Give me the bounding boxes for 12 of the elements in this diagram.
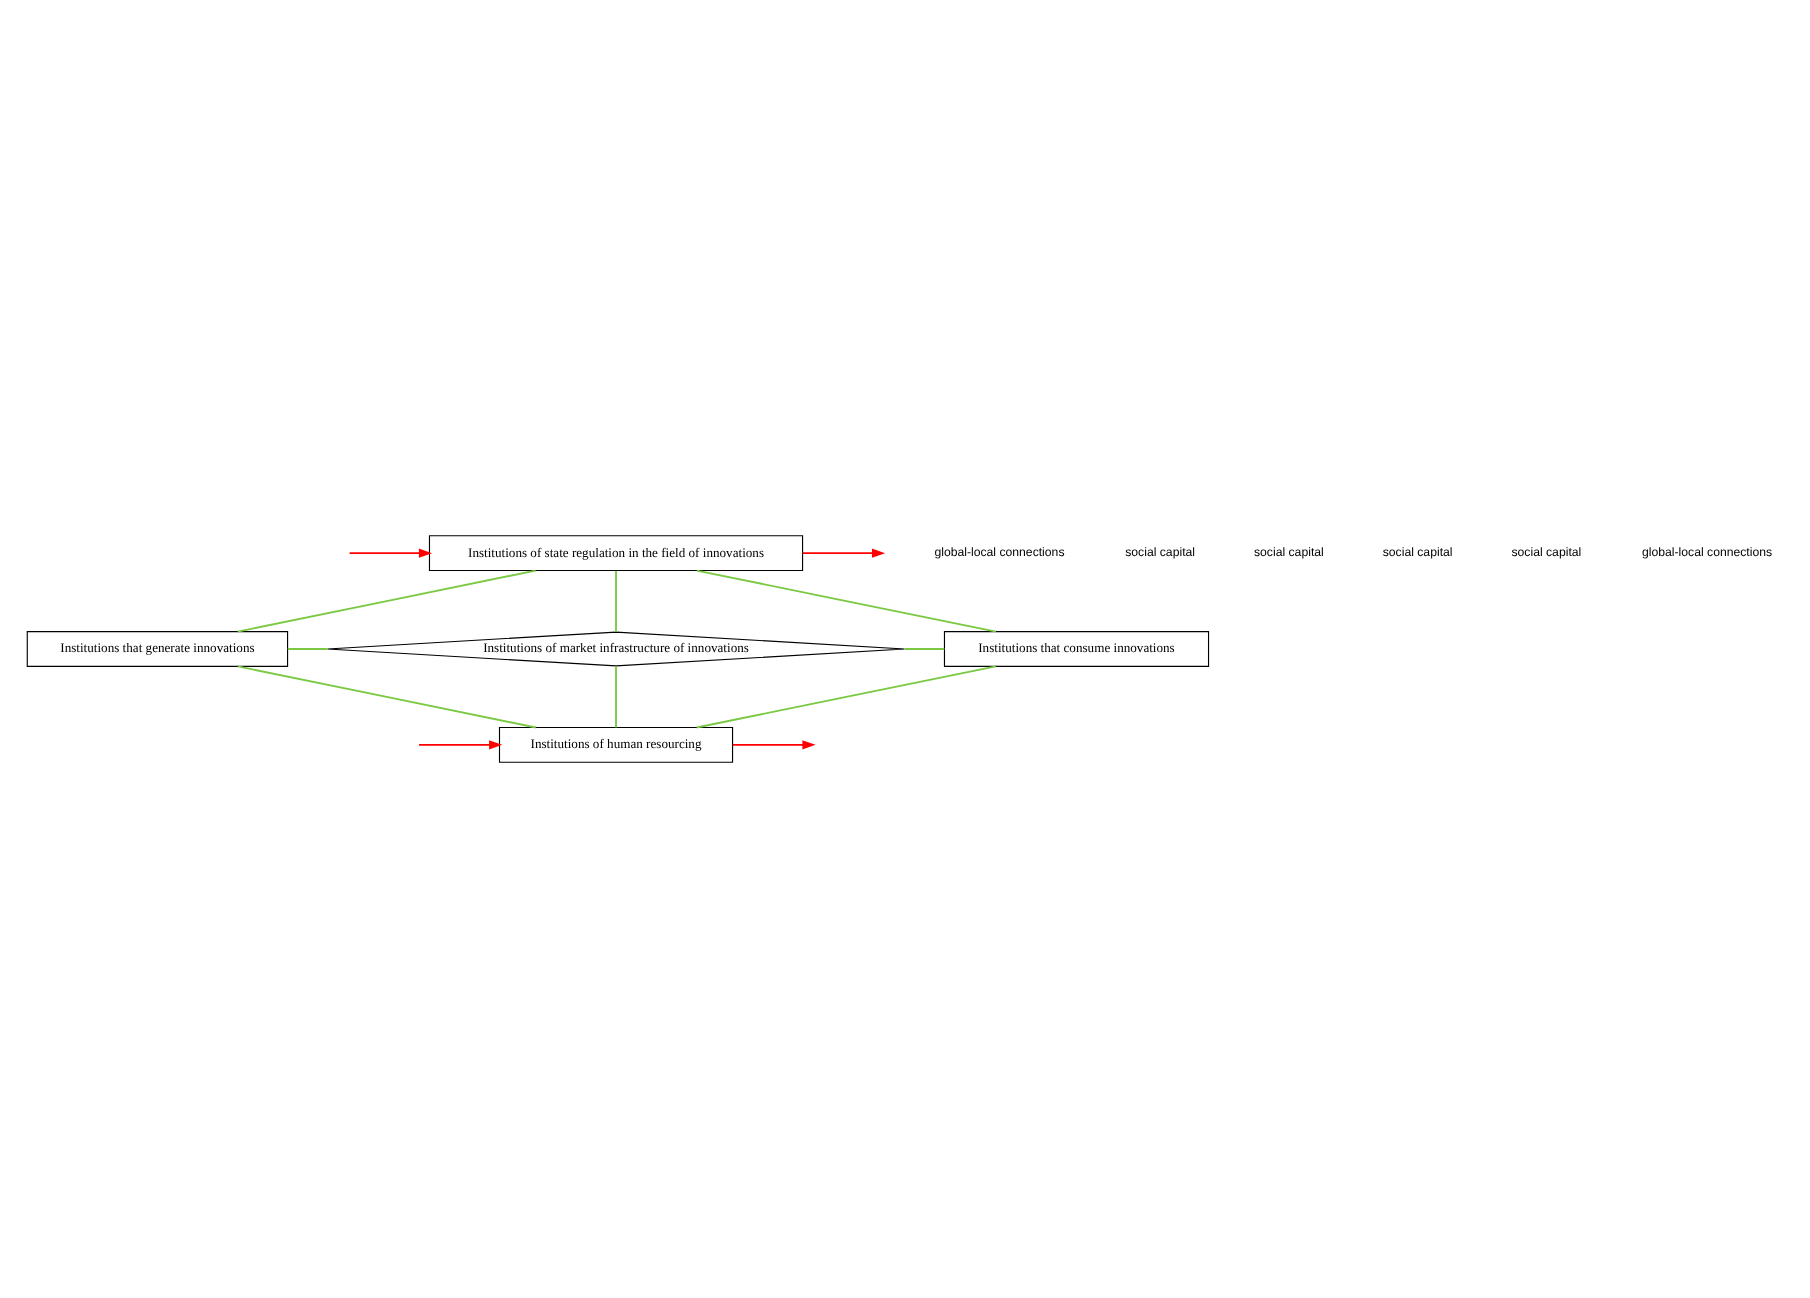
connector [236, 569, 537, 633]
connector [903, 648, 946, 650]
arrow [418, 740, 503, 750]
connector [615, 569, 617, 633]
connector [695, 665, 997, 729]
connector [236, 665, 537, 729]
arrow [801, 548, 886, 558]
arrow [731, 740, 816, 750]
connector [695, 569, 997, 633]
connector [286, 648, 329, 650]
connector [615, 665, 617, 729]
arrow [348, 548, 433, 558]
